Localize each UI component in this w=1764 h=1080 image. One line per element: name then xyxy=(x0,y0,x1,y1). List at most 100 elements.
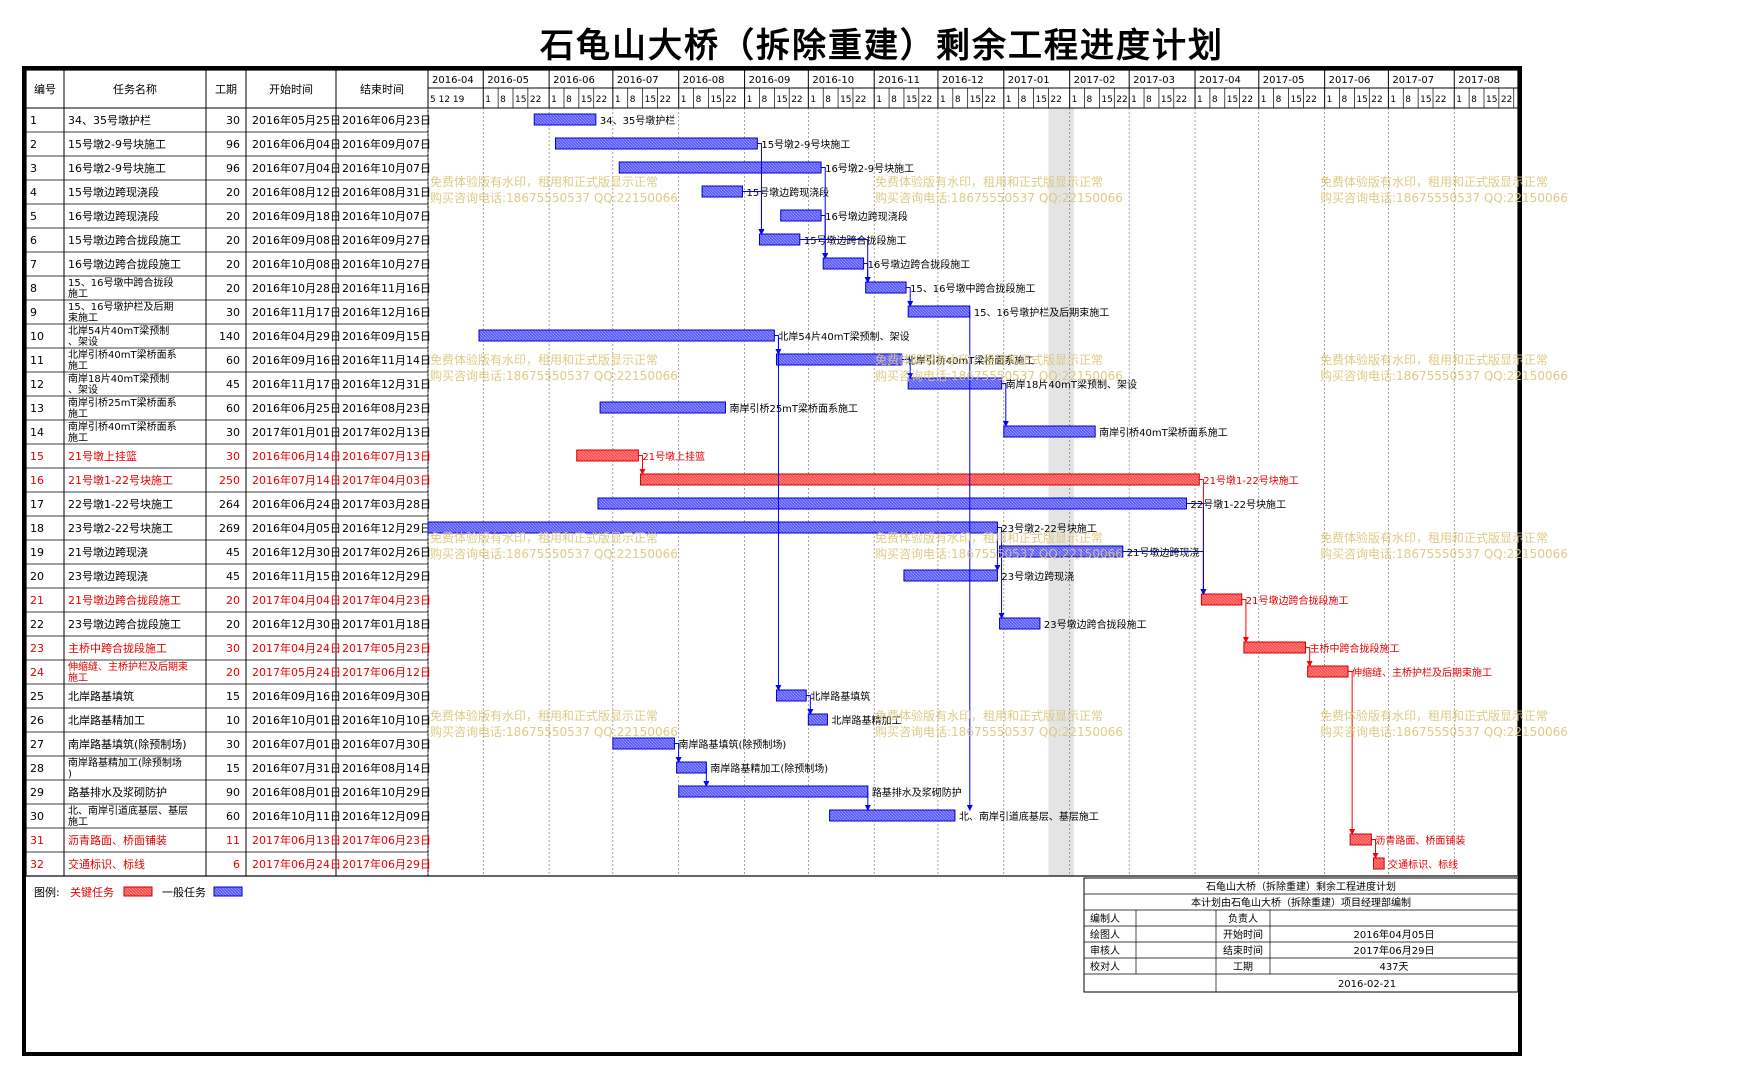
task-bar-label: 北岸路基精加工 xyxy=(831,714,901,727)
task-end: 2017年03月28日 xyxy=(342,497,431,511)
task-end: 2017年02月13日 xyxy=(342,425,431,439)
task-bar-10 xyxy=(478,329,775,342)
task-bar-label: 21号墩1-22号块施工 xyxy=(1203,474,1298,487)
watermark-text: 免费体验版有水印，租用和正式版显示正常 xyxy=(875,708,1103,723)
dependency-link xyxy=(806,695,814,715)
task-name: 21号墩上挂篮 xyxy=(68,449,137,463)
task-duration: 96 xyxy=(226,162,240,175)
task-bar-32 xyxy=(1373,857,1385,870)
watermark-text: 购买咨询电话:18675550537 QQ:22150066 xyxy=(430,724,678,739)
week-tick-label: 15 xyxy=(710,95,721,105)
month-label: 2016-09 xyxy=(749,75,791,86)
task-duration: 45 xyxy=(226,378,240,391)
task-bar-17 xyxy=(597,497,1188,510)
task-end: 2016年09月07日 xyxy=(342,137,431,151)
watermark-text: 免费体验版有水印，租用和正式版显示正常 xyxy=(1320,708,1548,723)
week-tick-label: 22 xyxy=(921,95,932,105)
dependency-link xyxy=(906,287,914,307)
column-header-start: 开始时间 xyxy=(269,82,313,96)
task-name: 施工 xyxy=(68,671,88,684)
task-duration: 20 xyxy=(226,210,240,223)
task-name: 北岸引桥40mT梁桥面系 xyxy=(68,348,177,361)
task-bar-2 xyxy=(554,137,758,150)
week-tick-label: 8 xyxy=(1471,95,1477,105)
task-duration: 264 xyxy=(219,498,240,511)
info-field-value: 2017年06月29日 xyxy=(1354,944,1435,957)
task-id: 31 xyxy=(30,834,44,847)
task-end: 2016年12月31日 xyxy=(342,377,431,391)
info-field-label: 校对人 xyxy=(1090,960,1120,973)
task-start: 2016年12月30日 xyxy=(252,617,341,631)
task-duration: 20 xyxy=(226,594,240,607)
task-start: 2016年10月11日 xyxy=(252,809,341,823)
task-name: 施工 xyxy=(68,431,88,444)
week-tick-label: 22 xyxy=(1435,95,1446,105)
task-bar-label: 沥青路面、桥面铺装 xyxy=(1375,834,1465,847)
task-start: 2016年06月25日 xyxy=(252,401,341,415)
holiday-band xyxy=(1048,108,1074,876)
task-name: 15、16号墩护栏及后期 xyxy=(68,300,173,313)
task-bar-label: 15号墩2-9号块施工 xyxy=(761,138,850,151)
task-bar-label: 南岸18片40mT梁预制、架设 xyxy=(1006,378,1137,391)
task-id: 30 xyxy=(30,810,44,823)
week-tick-label: 22 xyxy=(725,95,736,105)
task-duration: 30 xyxy=(226,642,240,655)
task-bar-14 xyxy=(1003,425,1096,438)
month-label: 2016-06 xyxy=(553,75,595,86)
column-header-id: 编号 xyxy=(34,82,56,96)
task-id: 8 xyxy=(30,282,37,295)
task-id: 2 xyxy=(30,138,37,151)
week-tick-label: 8 xyxy=(630,95,636,105)
dependency-link xyxy=(674,743,682,763)
week-tick-label: 15 xyxy=(1486,95,1497,105)
task-bar-label: 路基排水及浆砌防护 xyxy=(872,786,962,799)
page-title: 石龟山大桥（拆除重建）剩余工程进度计划 xyxy=(540,26,1224,66)
task-name: 15号墩边跨现浇段 xyxy=(68,185,159,199)
month-label: 2016-08 xyxy=(683,75,725,86)
info-field-label: 结束时间 xyxy=(1223,944,1263,957)
task-name: 施工 xyxy=(68,359,88,372)
task-name: 北、南岸引道底基层、基层 xyxy=(68,804,188,817)
column-header-end: 结束时间 xyxy=(360,83,404,96)
watermark-text: 购买咨询电话:18675550537 QQ:22150066 xyxy=(875,546,1123,561)
task-duration: 20 xyxy=(226,666,240,679)
dependency-link xyxy=(1241,599,1249,643)
task-bar-label: 22号墩1-22号块施工 xyxy=(1191,498,1286,511)
week-tick-label: 1 xyxy=(551,95,557,105)
task-start: 2017年05月24日 xyxy=(252,665,341,679)
task-bar-7 xyxy=(822,257,865,270)
task-end: 2016年10月29日 xyxy=(342,785,431,799)
task-duration: 45 xyxy=(226,546,240,559)
task-name: 路基排水及浆砌防护 xyxy=(68,785,167,799)
task-start: 2016年11月15日 xyxy=(252,569,341,583)
task-bar-1 xyxy=(533,113,597,126)
task-duration: 11 xyxy=(226,834,240,847)
table-border xyxy=(25,69,1519,877)
week-tick-label: 15 xyxy=(1101,95,1112,105)
chart-frame xyxy=(22,66,1522,1056)
task-name: 主桥中跨合拢段施工 xyxy=(68,641,167,655)
task-name: 南岸18片40mT梁预制 xyxy=(68,372,169,385)
week-tick-label: 15 xyxy=(906,95,917,105)
week-tick-label: 15 xyxy=(645,95,656,105)
task-name: 束施工 xyxy=(68,311,98,324)
task-bar-9 xyxy=(907,305,971,318)
watermark-text: 免费体验版有水印，租用和正式版显示正常 xyxy=(1320,352,1548,367)
task-duration: 45 xyxy=(226,570,240,583)
task-start: 2016年09月08日 xyxy=(252,233,341,247)
task-start: 2017年01月01日 xyxy=(252,425,341,439)
task-start: 2016年04月05日 xyxy=(252,521,341,535)
task-start: 2016年07月04日 xyxy=(252,161,341,175)
watermark-text: 购买咨询电话:18675550537 QQ:22150066 xyxy=(875,190,1123,205)
month-label: 2016-11 xyxy=(878,75,920,86)
watermark-text: 免费体验版有水印，租用和正式版显示正常 xyxy=(875,174,1103,189)
task-id: 17 xyxy=(30,498,44,511)
task-name: 23号墩边跨合拢段施工 xyxy=(68,617,181,631)
task-name: 南岸路基精加工(除预制场 xyxy=(68,756,182,769)
task-bar-15 xyxy=(576,449,639,462)
task-name: 16号墩2-9号块施工 xyxy=(68,161,166,175)
task-start: 2016年07月14日 xyxy=(252,473,341,487)
week-tick-label: 22 xyxy=(791,95,802,105)
task-bar-23 xyxy=(1243,641,1307,654)
